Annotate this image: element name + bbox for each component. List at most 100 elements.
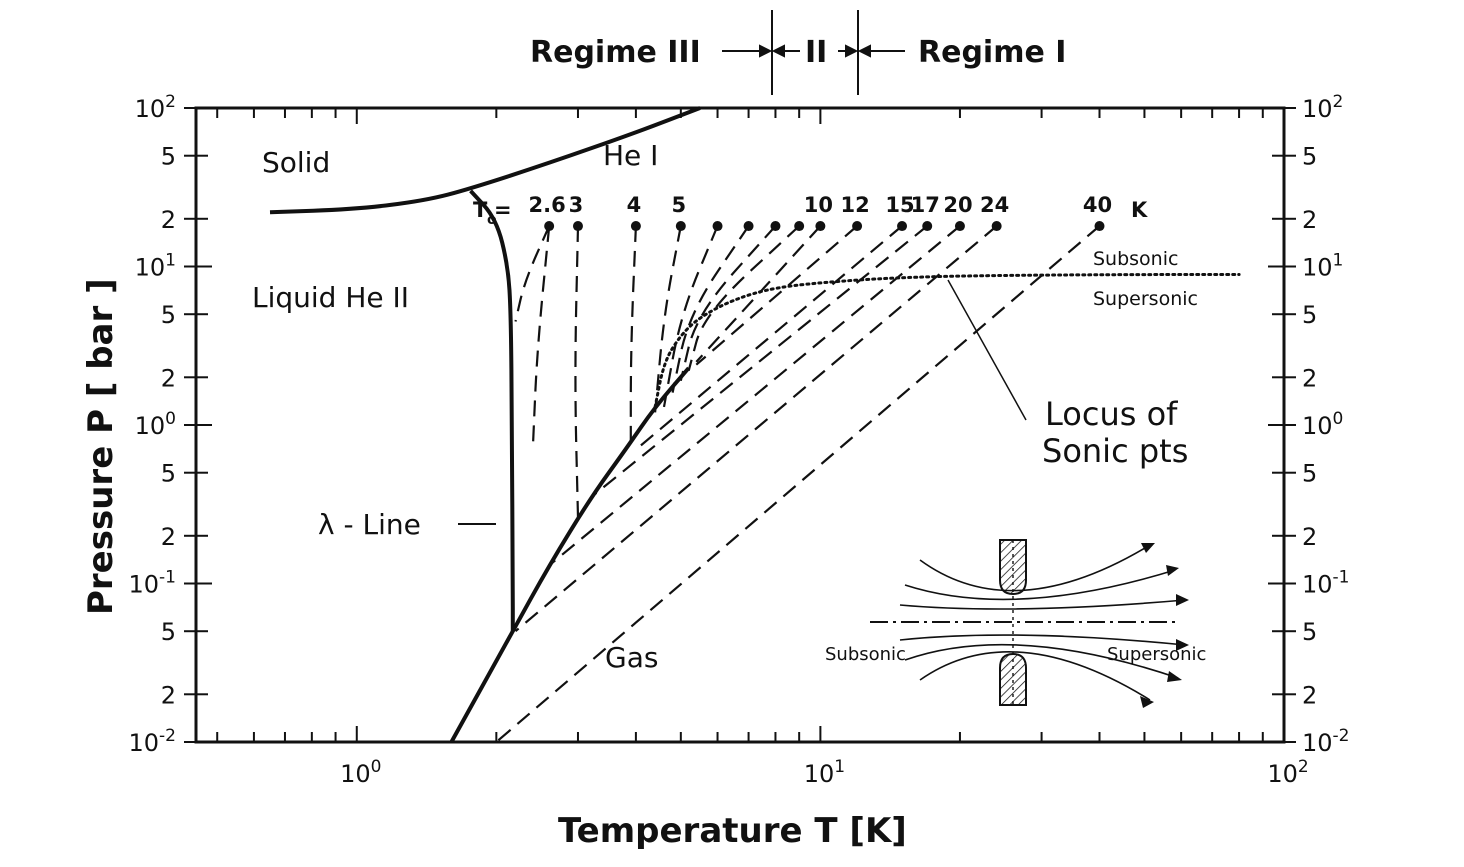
y-tick-label-right: 2 [1302,681,1317,709]
expansion-curve [654,225,682,413]
expansion-start-point [770,221,781,232]
expansion-start-point [852,221,863,232]
expansion-curve [635,225,903,451]
x-tick-label: 101 [804,757,845,788]
expansion-curve-label: 17 [911,193,940,217]
y-tick-label: 5 [161,301,176,329]
y-tick-label-right: 5 [1302,301,1317,329]
y-tick-label: 5 [161,143,176,171]
expansion-curve-label: 5 [672,193,687,217]
expansion-curve [590,225,928,499]
expansion-start-point [630,221,641,232]
nozzle-inset [870,539,1189,708]
y-tick-label-right: 5 [1302,143,1317,171]
expansion-curve [531,225,551,445]
t0-prefix: T o = K [473,198,1148,228]
curves-layer [269,106,1241,743]
expansion-curve-label: 12 [840,193,869,217]
y-tick-label-right: 102 [1302,92,1343,123]
y-tick-label: 10-2 [129,726,177,757]
inset-supersonic-label: Supersonic [1107,644,1206,665]
melting-line [269,106,701,215]
expansion-start-point [712,221,723,232]
y-tick-label: 2 [161,206,176,234]
x-tick-label: 102 [1267,757,1308,788]
expansion-curve [679,225,777,382]
lambda-line [469,189,515,632]
region-solid-label: Solid [262,146,330,179]
expansion-curve-label: 40 [1083,193,1112,217]
t0-unit: K [1131,198,1148,222]
expansion-curve-label: 2.6 [529,193,566,217]
inset-subsonic-label: Subsonic [825,644,906,665]
y-tick-label-right: 10-1 [1302,568,1350,599]
y-tick-label-right: 100 [1302,409,1343,440]
y-tick-label: 10-1 [129,568,177,599]
y-tick-label: 101 [135,251,176,282]
expansion-start-point [743,221,754,232]
expansion-start-point [815,221,826,232]
expansion-curve [548,225,961,567]
y-tick-label-right: 5 [1302,460,1317,488]
y-tick-label-right: 10-2 [1302,726,1350,757]
regime-arrows [722,44,905,58]
regime-3-label: Regime III [530,35,701,70]
x-tick-label: 100 [340,757,381,788]
expansion-curve [574,225,580,518]
expansion-start-point [954,221,965,232]
y-tick-label: 5 [161,618,176,646]
y-tick-label: 2 [161,364,176,392]
expansion-curve [514,225,551,322]
y-tick-label: 2 [161,523,176,551]
t0-prefix-eq: = [494,198,512,222]
region-hei-label: He I [603,139,658,172]
sonic-locus-line [653,273,1241,409]
expansion-curve [495,225,1101,743]
y-tick-label: 2 [161,681,176,709]
expansion-curve-label: 15 [885,193,914,217]
y-tick-label-right: 2 [1302,364,1317,392]
expansion-curve-label: 24 [980,193,1009,217]
y-tick-label: 102 [135,92,176,123]
lambda-line-label: λ - Line [318,508,421,541]
expansion-curve [671,225,750,393]
region-gas-label: Gas [605,641,658,674]
t0-prefix-sub: o [487,212,497,228]
expansion-curve-label: 20 [943,193,972,217]
expansion-start-point [572,221,583,232]
regime-2-label: II [805,35,827,70]
expansion-start-point [922,221,933,232]
expansion-curve [514,225,998,633]
regime-header: Regime III II Regime I [530,10,1066,95]
expansion-curve-label: 3 [569,193,584,217]
nozzle-upper-wall [999,539,1027,596]
expansion-curve-label: 4 [627,193,642,217]
expansion-curve [687,225,800,371]
y-axis-title: Pressure P [ bar ] [81,278,121,615]
y-tick-label-right: 5 [1302,618,1317,646]
y-tick-label-right: 2 [1302,206,1317,234]
expansion-start-point [794,221,805,232]
vapor-pressure-line [449,366,691,743]
expansion-start-point [675,221,686,232]
y-tick-label-right: 101 [1302,251,1343,282]
locus-label-line2: Sonic pts [1042,432,1188,470]
region-liquid-label: Liquid He II [252,281,409,314]
regime-1-label: Regime I [918,35,1066,70]
subsonic-label: Subsonic [1093,248,1178,270]
expansion-start-point [991,221,1002,232]
y-tick-label: 100 [135,409,176,440]
supersonic-label: Supersonic [1093,288,1198,310]
locus-label-line1: Locus of [1045,395,1178,433]
t0-prefix-t: T [473,198,488,222]
y-tick-label-right: 2 [1302,523,1317,551]
expansion-start-point [1094,221,1105,232]
y-tick-label: 5 [161,460,176,488]
expansion-curve-label: 10 [804,193,833,217]
locus-leader [947,279,1027,421]
expansion-curve [629,225,637,450]
x-axis-title: Temperature T [K] [558,811,907,851]
